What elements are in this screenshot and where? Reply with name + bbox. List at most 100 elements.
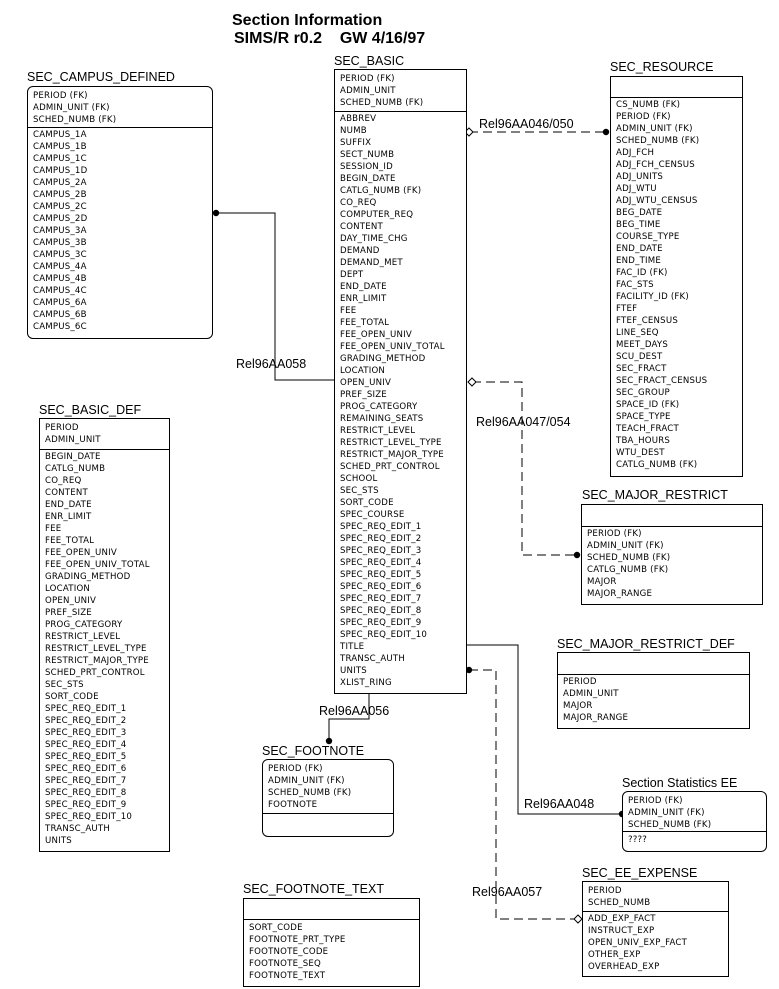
entity-attribute: CAMPUS_3C bbox=[33, 250, 87, 260]
entity-attribute: SPEC_REQ_EDIT_7 bbox=[340, 594, 422, 604]
entity-attribute: ADJ_FCH_CENSUS bbox=[616, 160, 695, 170]
entity-attribute: WTU_DEST bbox=[616, 448, 665, 458]
entity-attribute: DAY_TIME_CHG bbox=[340, 234, 408, 244]
entity-attribute: SEC_FRACT bbox=[616, 364, 667, 374]
entity-attribute: TEACH_FRACT bbox=[616, 424, 679, 434]
entity-sec-campus-defined: PERIOD (FK)ADMIN_UNIT (FK)SCHED_NUMB (FK… bbox=[27, 86, 213, 339]
entity-attribute: ADMIN_UNIT bbox=[45, 435, 101, 445]
entity-attribute: SPEC_REQ_EDIT_3 bbox=[45, 728, 127, 738]
entity-attribute: ABBREV bbox=[340, 114, 377, 124]
entity-attribute: UNITS bbox=[340, 666, 367, 676]
entity-attribute: XLIST_RING bbox=[340, 678, 392, 688]
rel-end-046 bbox=[602, 128, 610, 136]
attribute-section: CS_NUMB (FK)PERIOD (FK)ADMIN_UNIT (FK)SC… bbox=[611, 98, 742, 474]
entity-attribute: CAMPUS_2C bbox=[33, 202, 87, 212]
entity-attribute: FOOTNOTE_PRT_TYPE bbox=[249, 935, 346, 945]
entity-attribute: PERIOD (FK) bbox=[587, 529, 642, 539]
entity-sec-major-restrict: PERIOD (FK)ADMIN_UNIT (FK)SCHED_NUMB (FK… bbox=[581, 504, 763, 605]
entity-attribute: LOCATION bbox=[45, 584, 91, 594]
entity-attribute: TRANSC_AUTH bbox=[340, 654, 406, 664]
entity-attribute: SPEC_REQ_EDIT_1 bbox=[45, 704, 127, 714]
entity-attribute: TITLE bbox=[340, 642, 365, 652]
entity-attribute: PERIOD bbox=[563, 677, 597, 687]
diagram-title: Section Information bbox=[232, 12, 383, 29]
entity-attribute: SPACE_TYPE bbox=[616, 412, 671, 422]
entity-attribute: MAJOR bbox=[587, 577, 617, 587]
entity-attribute: CAMPUS_4B bbox=[33, 274, 87, 284]
entity-attribute: FAC_ID (FK) bbox=[616, 268, 668, 278]
entity-attribute: FEE bbox=[45, 524, 62, 534]
entity-attribute: TRANSC_AUTH bbox=[45, 824, 111, 834]
rel-end-056 bbox=[325, 737, 333, 745]
entity-attribute: COMPUTER_REQ bbox=[340, 210, 414, 220]
entity-attribute: FEE_OPEN_UNIV_TOTAL bbox=[340, 342, 445, 352]
entity-attribute: PERIOD bbox=[588, 886, 622, 896]
entity-attribute: OPEN_UNIV_EXP_FACT bbox=[588, 938, 688, 948]
entity-attribute: SPEC_REQ_EDIT_10 bbox=[340, 630, 428, 640]
entity-attribute: SPEC_REQ_EDIT_1 bbox=[340, 522, 422, 532]
entity-attribute: CATLG_NUMB (FK) bbox=[616, 460, 698, 470]
entity-attribute: BEG_DATE bbox=[616, 208, 663, 218]
entity-attribute: FEE bbox=[340, 306, 357, 316]
attribute-section: PERIOD (FK)ADMIN_UNIT (FK)SCHED_NUMB (FK… bbox=[582, 527, 762, 603]
entity-attribute: FTEF_CENSUS bbox=[616, 316, 678, 326]
entity-attribute: SCHED_NUMB (FK) bbox=[587, 553, 671, 563]
entity-attribute: FEE_TOTAL bbox=[340, 318, 390, 328]
entity-attribute: CAMPUS_1A bbox=[33, 130, 87, 140]
entity-name-sec-campus-defined: SEC_CAMPUS_DEFINED bbox=[27, 70, 175, 84]
entity-attribute: RESTRICT_MAJOR_TYPE bbox=[340, 450, 444, 460]
entity-attribute: ADMIN_UNIT (FK) bbox=[616, 124, 693, 134]
entity-attribute: DEMAND bbox=[340, 246, 380, 256]
key-section bbox=[558, 653, 749, 675]
key-section bbox=[582, 505, 762, 527]
entity-attribute: SPEC_REQ_EDIT_2 bbox=[45, 716, 127, 726]
entity-attribute: SPEC_REQ_EDIT_10 bbox=[45, 812, 133, 822]
entity-attribute: CAMPUS_1C bbox=[33, 154, 87, 164]
entity-attribute: BEGIN_DATE bbox=[45, 452, 101, 462]
entity-name-sec-resource: SEC_RESOURCE bbox=[610, 60, 714, 74]
entity-attribute: PREF_SIZE bbox=[340, 390, 387, 400]
entity-attribute: OVERHEAD_EXP bbox=[588, 962, 660, 972]
entity-sec-footnote: PERIOD (FK)ADMIN_UNIT (FK)SCHED_NUMB (FK… bbox=[262, 759, 394, 837]
key-section bbox=[244, 899, 419, 920]
entity-attribute: GRADING_METHOD bbox=[45, 572, 131, 582]
entity-attribute: SEC_GROUP bbox=[616, 388, 670, 398]
entity-attribute: CONTENT bbox=[340, 222, 383, 232]
key-section: PERIOD SCHED_NUMB bbox=[583, 882, 728, 912]
entity-attribute: ADJ_UNITS bbox=[616, 172, 664, 182]
entity-attribute: FOOTNOTE_CODE bbox=[249, 947, 329, 957]
rel-end-047 bbox=[573, 551, 581, 559]
rel-line-047 bbox=[472, 381, 577, 556]
entity-attribute: SEC_STS bbox=[45, 680, 84, 690]
entity-attribute: RESTRICT_LEVEL_TYPE bbox=[340, 438, 442, 448]
entity-attribute: SCHED_NUMB bbox=[588, 898, 651, 908]
entity-attribute: DEPT bbox=[340, 270, 364, 280]
entity-attribute: MAJOR_RANGE bbox=[563, 713, 629, 723]
entity-attribute: PERIOD (FK) bbox=[628, 796, 683, 806]
entity-attribute: FACILITY_ID (FK) bbox=[616, 292, 689, 302]
entity-attribute: SPEC_REQ_EDIT_4 bbox=[340, 558, 422, 568]
entity-attribute: FEE_OPEN_UNIV_TOTAL bbox=[45, 560, 150, 570]
entity-attribute: OPEN_UNIV bbox=[45, 596, 97, 606]
entity-sec-resource: CS_NUMB (FK)PERIOD (FK)ADMIN_UNIT (FK)SC… bbox=[610, 76, 743, 477]
entity-attribute: ADMIN_UNIT (FK) bbox=[33, 103, 110, 113]
entity-attribute: SUFFIX bbox=[340, 138, 372, 148]
entity-name-sec-major-restrict: SEC_MAJOR_RESTRICT bbox=[582, 488, 728, 502]
entity-attribute: CAMPUS_1D bbox=[33, 166, 88, 176]
entity-name-section-statistics-ee: Section Statistics EE bbox=[622, 776, 738, 790]
entity-attribute: SPEC_REQ_EDIT_5 bbox=[45, 752, 127, 762]
entity-attribute: PERIOD bbox=[45, 423, 79, 433]
entity-attribute: SCHOOL bbox=[340, 474, 378, 484]
entity-attribute: SPEC_REQ_EDIT_2 bbox=[340, 534, 422, 544]
entity-attribute: RESTRICT_LEVEL bbox=[45, 632, 121, 642]
entity-attribute: DEMAND_MET bbox=[340, 258, 403, 268]
entity-attribute: ADMIN_UNIT (FK) bbox=[268, 776, 345, 786]
rel-diamond-047 bbox=[467, 377, 477, 387]
entity-attribute: SCU_DEST bbox=[616, 352, 663, 362]
